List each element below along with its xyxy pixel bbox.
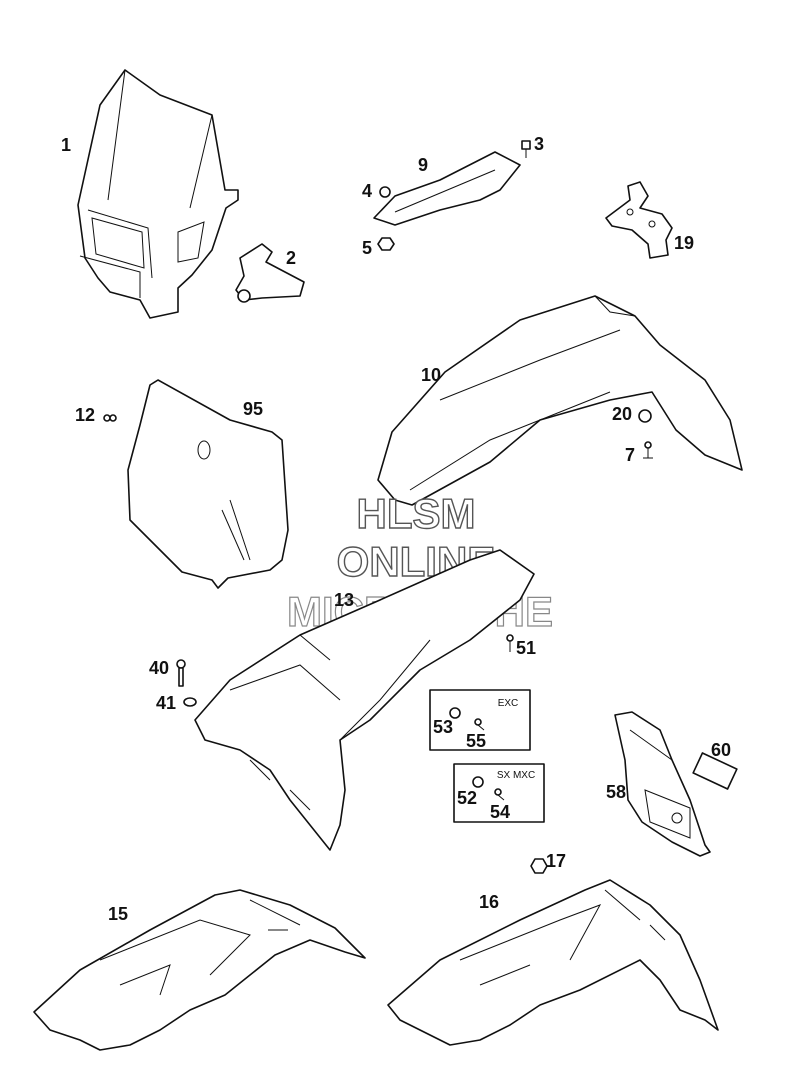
part-10-front-fender bbox=[377, 295, 743, 506]
part-9-bracket bbox=[373, 151, 521, 226]
exc-kit-box: EXC bbox=[429, 689, 531, 751]
label-12: 12 bbox=[75, 405, 95, 425]
label-2: 2 bbox=[286, 248, 296, 268]
sx-mxc-box-label: SX MXC bbox=[497, 770, 535, 781]
label-13: 13 bbox=[334, 590, 354, 610]
label-10: 10 bbox=[421, 365, 441, 385]
part-51-screw bbox=[506, 634, 514, 652]
part-95-number-plate bbox=[127, 379, 289, 589]
label-20: 20 bbox=[612, 404, 632, 424]
part-60-reflector bbox=[692, 752, 738, 790]
part-15-fender bbox=[33, 889, 366, 1051]
sx-mxc-kit-box: SX MXC bbox=[453, 763, 545, 823]
label-40: 40 bbox=[149, 658, 169, 678]
label-3: 3 bbox=[534, 134, 544, 154]
label-51: 51 bbox=[516, 638, 536, 658]
label-1: 1 bbox=[61, 135, 71, 155]
part-4-screw bbox=[379, 186, 391, 198]
part-7-screw bbox=[643, 441, 653, 459]
part-3-screw bbox=[521, 140, 531, 158]
label-15: 15 bbox=[108, 904, 128, 924]
part-12-screw bbox=[103, 414, 117, 422]
label-4: 4 bbox=[362, 181, 372, 201]
label-7: 7 bbox=[625, 445, 635, 465]
part-13-rear-fender bbox=[194, 549, 535, 851]
label-9: 9 bbox=[418, 155, 428, 175]
part-58-rear-plate bbox=[614, 711, 711, 857]
label-41: 41 bbox=[156, 693, 176, 713]
part-5-nut bbox=[377, 237, 395, 251]
label-95: 95 bbox=[243, 399, 263, 419]
label-55: 55 bbox=[466, 731, 486, 751]
part-20-nut bbox=[638, 409, 652, 423]
label-58: 58 bbox=[606, 782, 626, 802]
watermark-line-1: HLSM bbox=[357, 490, 476, 537]
part-19-bracket bbox=[605, 181, 673, 259]
part-2-clamp bbox=[235, 243, 305, 303]
label-5: 5 bbox=[362, 238, 372, 258]
label-17: 17 bbox=[546, 851, 566, 871]
label-16: 16 bbox=[479, 892, 499, 912]
part-16-fender bbox=[387, 879, 719, 1046]
label-19: 19 bbox=[674, 233, 694, 253]
part-17-nut bbox=[530, 858, 548, 874]
label-54: 54 bbox=[490, 802, 510, 822]
exc-box-label: EXC bbox=[498, 698, 519, 709]
part-41-washer bbox=[183, 697, 197, 707]
callout-labels: 1 2 3 4 5 9 19 10 20 7 12 95 13 51 40 41… bbox=[61, 134, 731, 924]
label-53: 53 bbox=[433, 717, 453, 737]
label-60: 60 bbox=[711, 740, 731, 760]
part-1-headlight-mask bbox=[77, 69, 239, 319]
part-40-bolt bbox=[176, 659, 186, 687]
label-52: 52 bbox=[457, 788, 477, 808]
